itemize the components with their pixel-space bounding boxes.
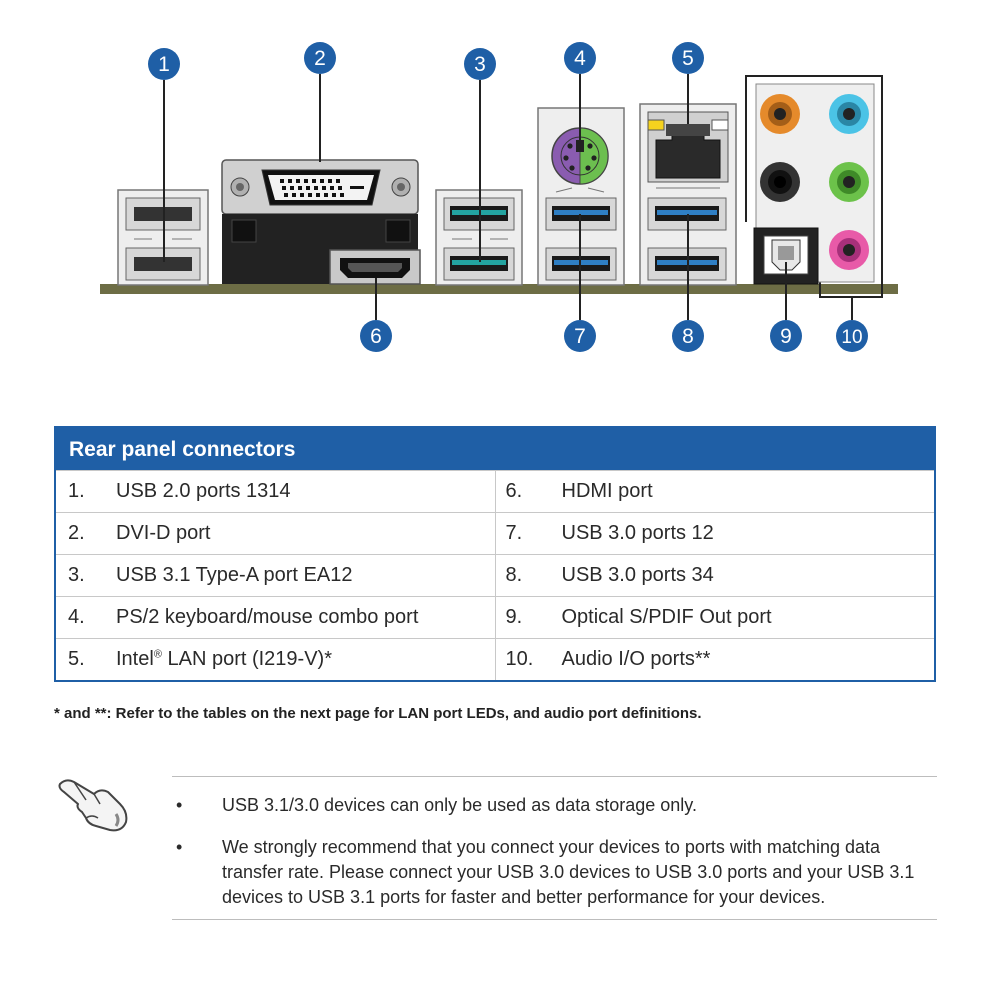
- svg-text:4: 4: [574, 47, 586, 70]
- item-label: Intel® LAN port (I219-V)*: [116, 648, 332, 670]
- table-title: Rear panel connectors: [56, 428, 934, 470]
- callout-9: 9: [770, 320, 802, 352]
- table-row: 1. USB 2.0 ports 1314 6. HDMI port: [56, 470, 934, 512]
- svg-text:1: 1: [158, 53, 170, 76]
- item-label: USB 3.1 Type-A port EA12: [116, 564, 353, 586]
- item-label: HDMI port: [561, 480, 653, 502]
- item-label: Optical S/PDIF Out port: [561, 606, 772, 628]
- callout-8: 8: [672, 320, 704, 352]
- item-number: 3.: [68, 564, 85, 586]
- item-number: 9.: [505, 606, 523, 628]
- svg-text:8: 8: [682, 325, 694, 348]
- item-label: USB 3.0 ports 34: [561, 564, 714, 586]
- item-number: 1.: [68, 480, 85, 502]
- item-number: 8.: [505, 564, 523, 586]
- callout-4: 4: [564, 42, 596, 74]
- note-text: USB 3.1/3.0 devices can only be used as …: [222, 795, 697, 815]
- rear-panel-connectors-table: Rear panel connectors 1. USB 2.0 ports 13…: [54, 426, 936, 682]
- callout-3: 3: [464, 48, 496, 80]
- table-row: 4. PS/2 keyboard/mouse combo port 9. Optic…: [56, 596, 934, 638]
- item-number: 7.: [505, 522, 523, 544]
- callout-7: 7: [564, 320, 596, 352]
- item-label: USB 3.0 ports 12: [561, 522, 714, 544]
- pointing-hand-icon: [58, 779, 128, 832]
- usb2-ports: [117, 189, 209, 286]
- footnote: * and **: Refer to the tables on the nex…: [54, 705, 702, 722]
- svg-text:2: 2: [314, 47, 326, 70]
- item-label: USB 2.0 ports 1314: [116, 480, 291, 502]
- table-row: 3. USB 3.1 Type-A port EA12 8. USB 3.0 por…: [56, 554, 934, 596]
- svg-text:3: 3: [474, 53, 486, 76]
- svg-text:6: 6: [370, 325, 382, 348]
- note-box: • USB 3.1/3.0 devices can only be used a…: [172, 776, 937, 920]
- note-text: We strongly recommend that you connect y…: [222, 837, 915, 907]
- item-number: 10.: [505, 648, 534, 670]
- item-number: 2.: [68, 522, 85, 544]
- rear-panel-diagram: 1 2 3 4 5 6 7 8 9 10: [100, 42, 898, 352]
- table-row: 5. Intel® LAN port (I219-V)* 10. Audio I/O…: [56, 638, 934, 680]
- callout-2: 2: [304, 42, 336, 74]
- svg-text:7: 7: [574, 325, 586, 348]
- callout-10: 10: [836, 320, 868, 352]
- item-number: 4.: [68, 606, 85, 628]
- table-row: 2. DVI-D port 7. USB 3.0 ports 12: [56, 512, 934, 554]
- bullet: •: [176, 837, 183, 857]
- callouts: 1 2 3 4 5 6 7 8 9 10: [148, 42, 868, 352]
- leader-lines: [163, 74, 853, 320]
- item-label: DVI-D port: [116, 522, 211, 544]
- item-label: Audio I/O ports**: [561, 648, 711, 670]
- callout-5: 5: [672, 42, 704, 74]
- svg-text:5: 5: [682, 47, 694, 70]
- item-number: 5.: [68, 648, 85, 670]
- item-number: 6.: [505, 480, 523, 502]
- svg-text:9: 9: [780, 325, 792, 348]
- callout-6: 6: [360, 320, 392, 352]
- bullet: •: [176, 795, 183, 815]
- callout-1: 1: [148, 48, 180, 80]
- item-label: PS/2 keyboard/mouse combo port: [116, 606, 419, 628]
- svg-text:10: 10: [841, 327, 862, 348]
- board-strip: [100, 284, 898, 294]
